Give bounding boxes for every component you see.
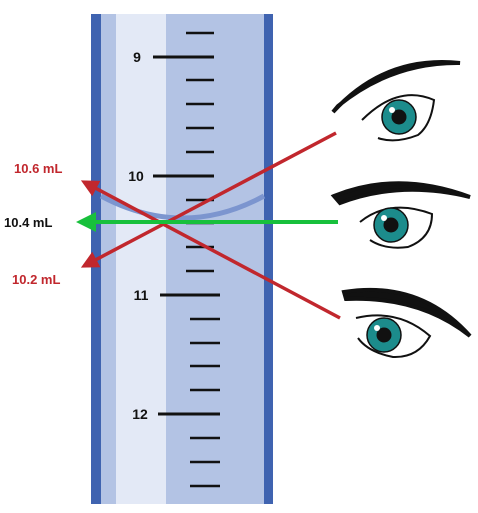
reading-label-high: 10.6 mL [14, 161, 62, 176]
eyebrow [331, 60, 461, 114]
pupil [376, 327, 392, 343]
reading-labels: 10.6 mL 10.4 mL 10.2 mL [4, 161, 62, 287]
eye-middle-icon [330, 181, 471, 249]
cylinder-right-wall [264, 14, 273, 504]
eye-bottom-icon [341, 287, 472, 359]
eye-glint [381, 215, 387, 221]
cylinder-highlight [116, 14, 166, 504]
eyebrow [330, 181, 471, 206]
reading-label-correct: 10.4 mL [4, 215, 52, 230]
eye-glint [374, 325, 380, 331]
scale-number-9: 9 [133, 49, 141, 65]
eyebrow [341, 287, 472, 338]
scale-number-11: 11 [134, 287, 149, 303]
scale-numbers: 9 10 11 12 [128, 49, 148, 422]
pupil [383, 217, 399, 233]
eye-glint [389, 107, 395, 113]
scale-ticks [153, 31, 220, 488]
sight-lines [76, 131, 341, 320]
reading-label-low: 10.2 mL [12, 272, 60, 287]
graduated-cylinder [91, 14, 273, 504]
meniscus [99, 193, 266, 221]
sight-line-from-below [80, 131, 337, 268]
eye-outline [361, 94, 436, 142]
sight-line-from-above [80, 180, 341, 320]
eye-outline [355, 314, 432, 359]
eye-top-icon [331, 60, 461, 142]
pupil [391, 109, 407, 125]
scale-number-12: 12 [132, 406, 148, 422]
scale-number-10: 10 [128, 168, 144, 184]
